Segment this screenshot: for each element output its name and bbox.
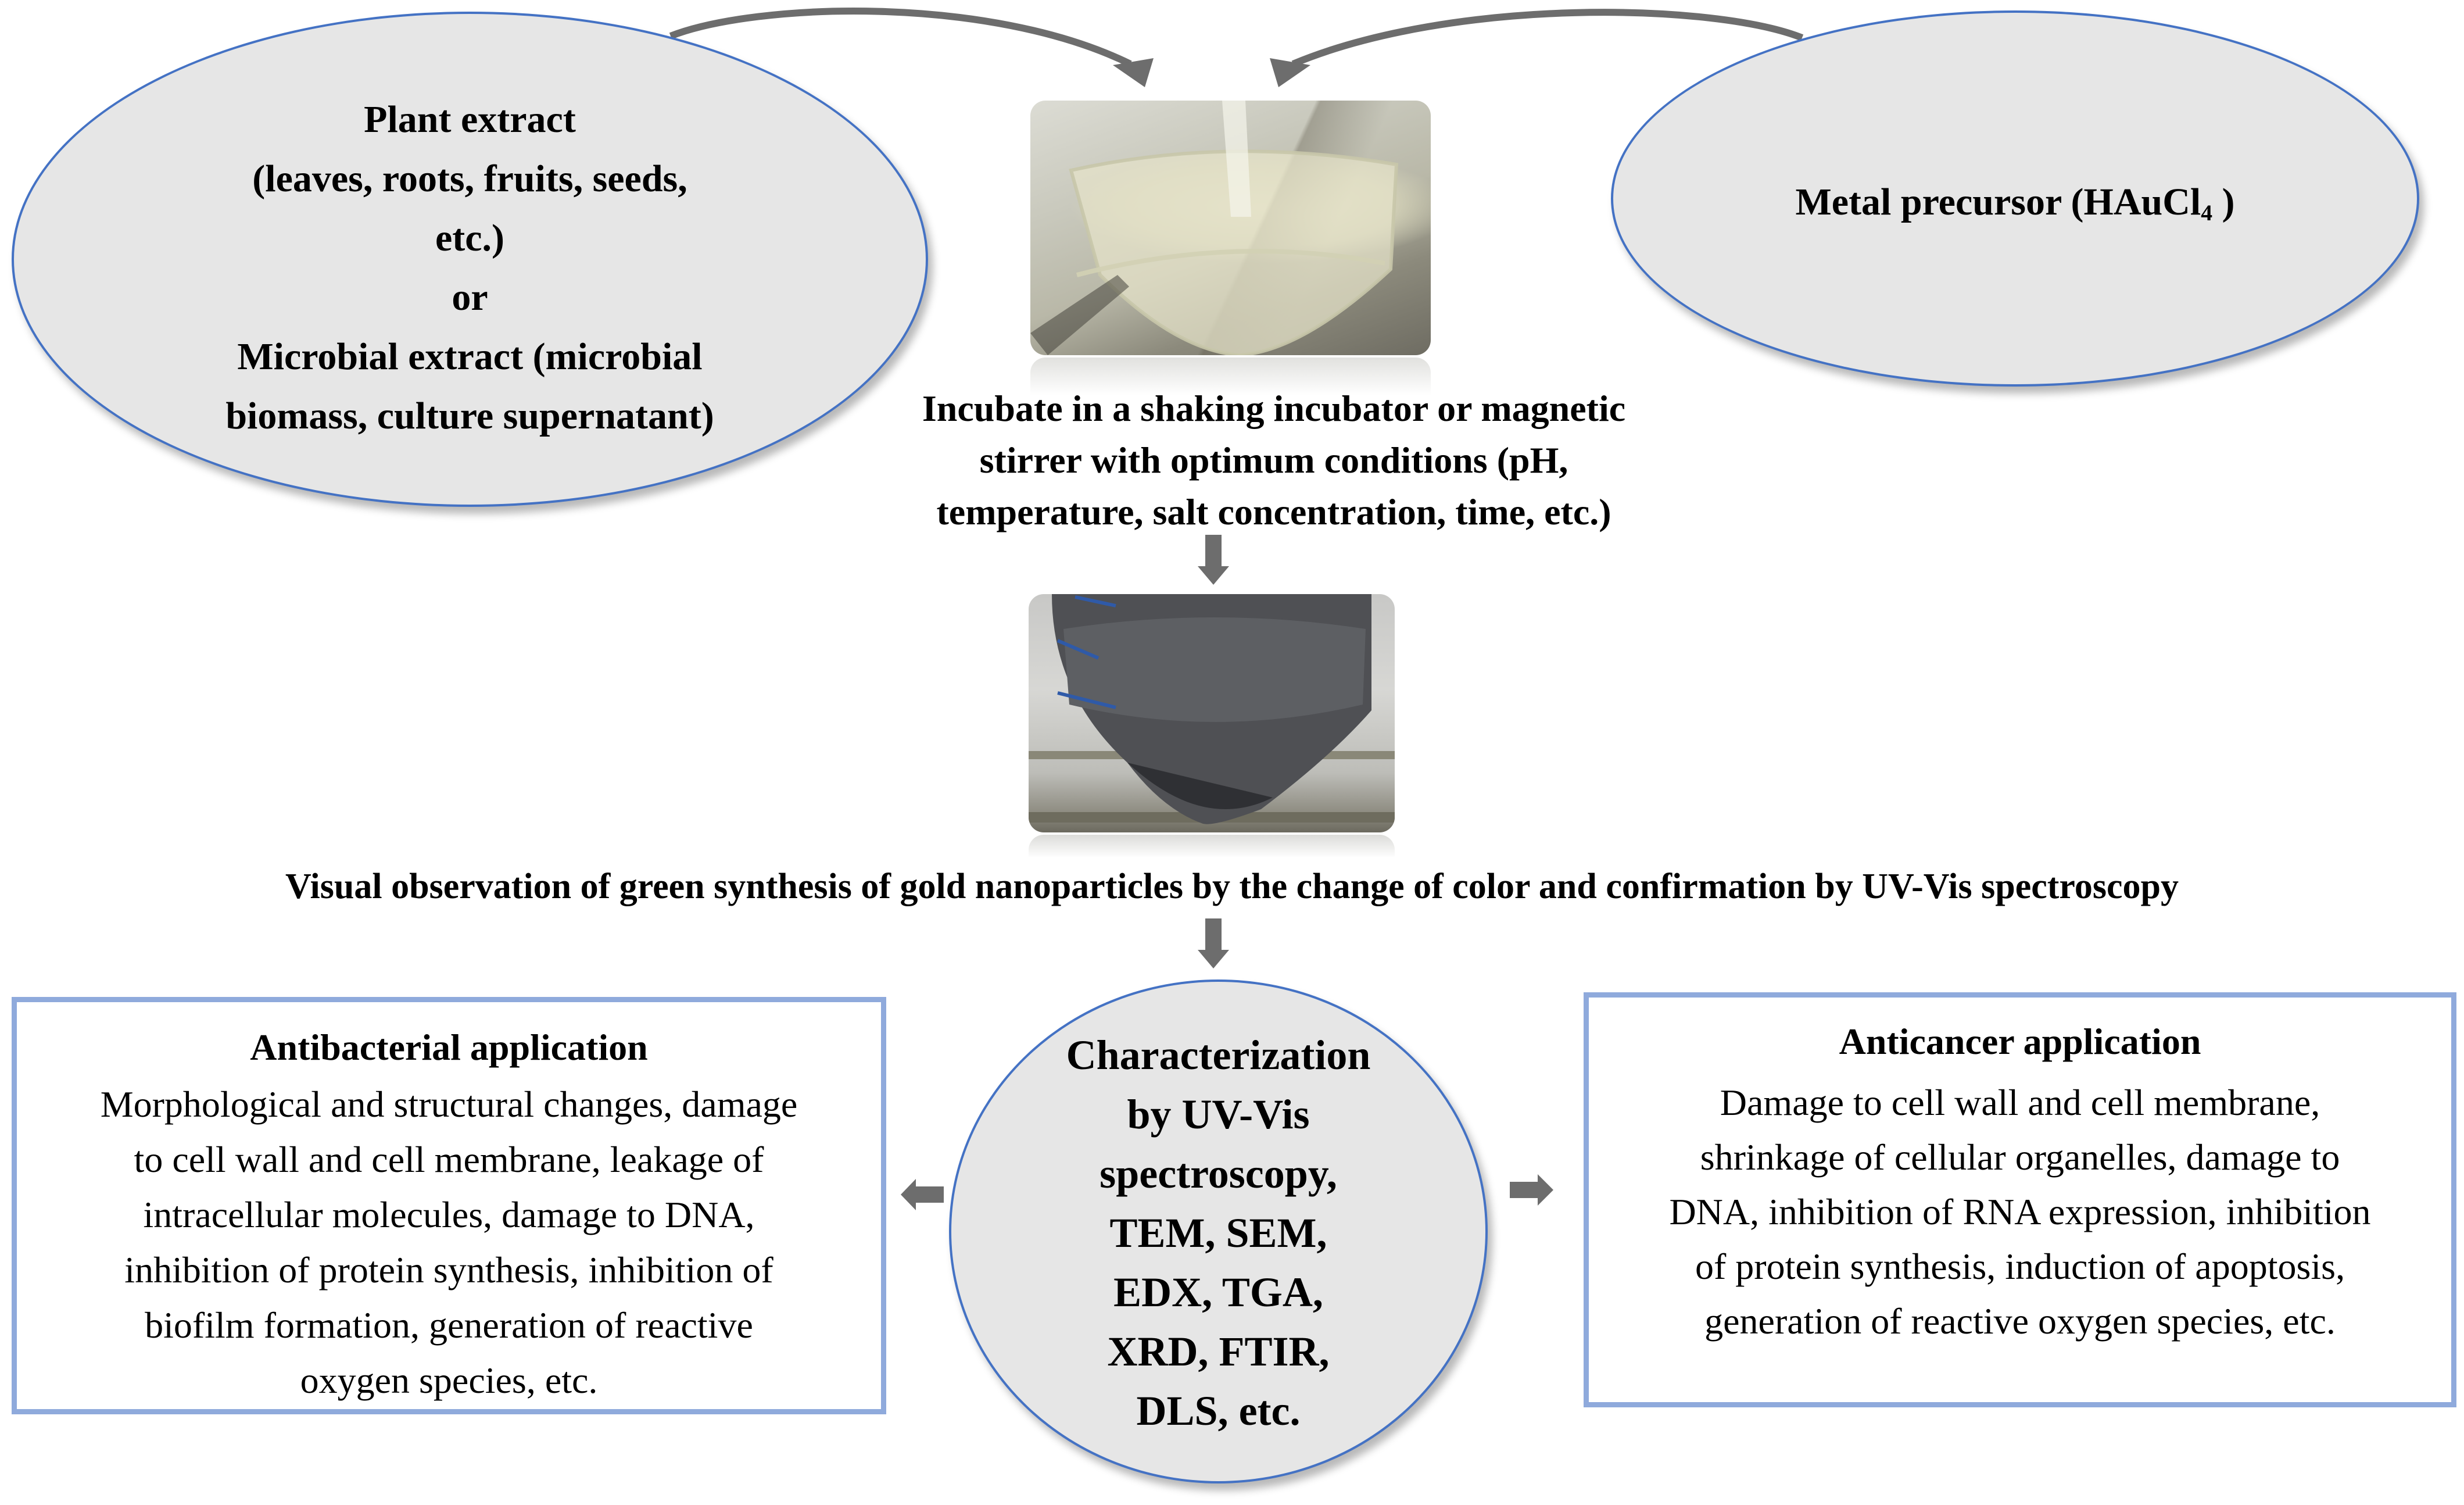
anticancer-box: Anticancer application Damage to cell wa… — [1584, 992, 2456, 1407]
plant-extract-line: (leaves, roots, fruits, seeds, — [252, 158, 687, 200]
nanoparticle-photo-reflection — [1029, 835, 1395, 858]
antibacterial-line: to cell wall and cell membrane, leakage … — [134, 1139, 764, 1180]
plant-extract-ellipse: Plant extract (leaves, roots, fruits, se… — [12, 12, 928, 507]
incubation-photo-reflection — [1030, 358, 1431, 395]
incubation-caption-line: stirrer with optimum conditions (pH, — [979, 439, 1568, 481]
plant-extract-line: Plant extract — [364, 98, 576, 141]
characterization-line: EDX, TGA, — [1113, 1269, 1323, 1315]
anticancer-title: Anticancer application — [1839, 1021, 2201, 1062]
plant-extract-line: or — [452, 276, 488, 319]
metal-precursor-label: Metal precursor (HAuCl — [1795, 181, 2201, 223]
curved-arrows — [669, 8, 1804, 87]
plant-extract-text: Plant extract (leaves, roots, fruits, se… — [14, 90, 926, 446]
anticancer-line: generation of reactive oxygen species, e… — [1704, 1300, 2336, 1342]
antibacterial-line: intracellular molecules, damage to DNA, — [143, 1194, 755, 1235]
observation-caption: Visual observation of green synthesis of… — [285, 867, 2179, 906]
tube-icon — [1030, 101, 1399, 355]
incubation-photo — [1030, 101, 1431, 355]
characterization-line: DLS, etc. — [1136, 1388, 1301, 1434]
antibacterial-line: inhibition of protein synthesis, inhibit… — [124, 1249, 773, 1290]
characterization-line: by UV-Vis — [1127, 1091, 1310, 1138]
metal-precursor-subscript: 4 — [2201, 199, 2213, 226]
plant-extract-line: biomass, culture supernatant) — [225, 395, 714, 437]
curved-arrow-right-icon — [1270, 9, 1804, 87]
metal-precursor-suffix: ) — [2212, 181, 2235, 223]
antibacterial-line: oxygen species, etc. — [300, 1360, 598, 1401]
plant-extract-line: etc.) — [435, 217, 505, 259]
curved-arrow-left-icon — [669, 8, 1154, 87]
antibacterial-box: Antibacterial application Morphological … — [12, 997, 886, 1414]
down-arrow-icon — [1198, 918, 1229, 968]
right-arrow-icon — [1510, 1174, 1553, 1206]
anticancer-line: of protein synthesis, induction of apopt… — [1695, 1246, 2345, 1287]
metal-precursor-ellipse: Metal precursor (HAuCl4 ) — [1611, 10, 2419, 387]
down-arrow-icon — [1198, 535, 1229, 585]
antibacterial-line: Morphological and structural changes, da… — [100, 1084, 798, 1125]
left-arrow-icon — [901, 1179, 944, 1210]
incubation-caption-line: temperature, salt concentration, time, e… — [936, 491, 1611, 532]
antibacterial-title: Antibacterial application — [250, 1027, 648, 1068]
characterization-line: Characterization — [1066, 1032, 1371, 1078]
antibacterial-body: Morphological and structural changes, da… — [17, 1077, 881, 1408]
anticancer-line: shrinkage of cellular organelles, damage… — [1700, 1136, 2340, 1178]
incubation-caption: Incubate in a shaking incubator or magne… — [867, 382, 1681, 538]
metal-precursor-text: Metal precursor (HAuCl4 ) — [1613, 173, 2417, 242]
characterization-line: XRD, FTIR, — [1107, 1328, 1330, 1375]
anticancer-line: DNA, inhibition of RNA expression, inhib… — [1669, 1191, 2371, 1232]
characterization-circle: Characterization by UV-Vis spectroscopy,… — [949, 979, 1488, 1483]
characterization-line: spectroscopy, — [1100, 1150, 1337, 1197]
characterization-text: Characterization by UV-Vis spectroscopy,… — [951, 1025, 1485, 1440]
plant-extract-line: Microbial extract (microbial — [237, 335, 703, 378]
incubation-caption-line: Incubate in a shaking incubator or magne… — [922, 388, 1626, 429]
anticancer-body: Damage to cell wall and cell membrane, s… — [1589, 1075, 2451, 1349]
characterization-line: TEM, SEM, — [1109, 1210, 1327, 1256]
tube-icon — [1029, 594, 1395, 824]
antibacterial-line: biofilm formation, generation of reactiv… — [145, 1304, 753, 1346]
anticancer-line: Damage to cell wall and cell membrane, — [1720, 1082, 2320, 1123]
nanoparticle-photo — [1029, 594, 1395, 832]
